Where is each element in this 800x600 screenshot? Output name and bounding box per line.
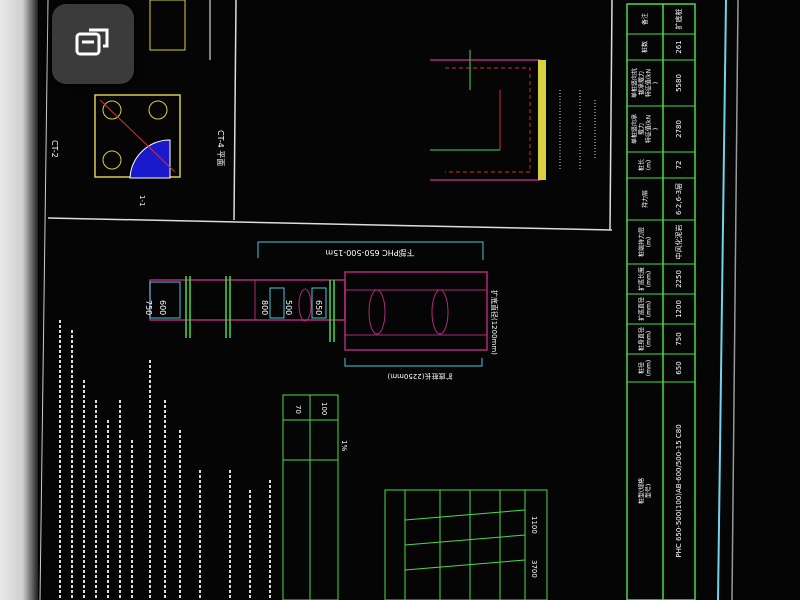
frame-line: [233, 0, 237, 221]
pile-bottom-label: 扩底桩长(2250mm): [387, 372, 452, 381]
spec-table-cell: 6-2,6-3层: [675, 183, 683, 215]
spec-table-cell: PHC 650-500(100)AB-600/500-15 C80: [675, 424, 683, 557]
small-table-value: 3700: [530, 560, 538, 578]
spec-table-cell: 5580: [675, 74, 683, 92]
border-line: [731, 0, 739, 600]
pile-plan: 下部PHC 650-500-15m 扩底桩长(2250mm) 扩底直径(1200…: [144, 241, 499, 381]
spec-table-header: 扩底长度(mm): [638, 267, 653, 291]
spec-table-header: 桩型(规格型号): [638, 478, 653, 504]
section-label: 1-1: [138, 195, 146, 206]
spec-table-header: 持力层: [641, 190, 649, 208]
small-table-value: 1%: [340, 440, 348, 451]
border-line-cyan: [717, 0, 727, 600]
spec-table-header: 桩数: [641, 41, 649, 53]
spec-table-cell: 1200: [675, 300, 683, 318]
spec-table-cell: 扩底桩: [674, 9, 683, 30]
spec-table-cell: 72: [675, 161, 683, 170]
spec-table-header: 桩长(m): [638, 159, 653, 171]
pile-top-label: 下部PHC 650-500-15m: [325, 248, 414, 258]
spec-table-header: 单桩竖向承载力特征值(kN): [631, 114, 660, 144]
spec-table-header: 桩身直径(mm): [638, 327, 653, 351]
small-table: 70 100 1% 1100 3700: [282, 394, 548, 600]
dim-500: 500: [284, 300, 293, 315]
spec-table-header: 扩底直径(mm): [638, 297, 653, 321]
wall-section: [430, 50, 596, 181]
dim-750: 750: [144, 300, 153, 315]
spec-table-cell: 中风化泥岩: [674, 225, 683, 260]
small-table-value: 70: [294, 405, 302, 414]
spec-table-cell: 650: [675, 361, 683, 374]
ct4-label: CT-4 平面: [216, 130, 225, 166]
small-table-value: 1100: [530, 516, 538, 534]
spec-table-cell: 750: [675, 332, 683, 345]
dim-650: 650: [314, 300, 323, 315]
photo-edge: [0, 0, 38, 600]
dim-800: 800: [260, 300, 269, 315]
small-table-value: 100: [320, 402, 328, 415]
spec-table-header: 桩端持力层(m): [638, 227, 653, 257]
spec-table-cell: 2250: [675, 270, 683, 288]
spec-table-cell: 261: [675, 40, 683, 53]
spec-table-cell: 2780: [675, 120, 683, 138]
border-line: [39, 0, 49, 600]
spec-table-header: 桩径(mm): [638, 360, 653, 376]
spec-table-header: 单桩竖向抗拔承载力特征值(kN): [631, 68, 660, 98]
pile-end-label: 扩底直径(1200mm): [490, 290, 499, 355]
notes-text: [59, 320, 271, 600]
ct-detail: CT-2 CT-4 平面 1-1: [50, 0, 225, 206]
frame-line: [47, 217, 613, 231]
frame-line: [609, 0, 613, 231]
ct2-label: CT-2: [50, 140, 59, 158]
spec-table-header: 备注: [641, 13, 649, 25]
dim-600: 600: [158, 300, 167, 315]
chat-bubble-icon: [75, 28, 109, 56]
chat-button[interactable]: [52, 4, 134, 84]
